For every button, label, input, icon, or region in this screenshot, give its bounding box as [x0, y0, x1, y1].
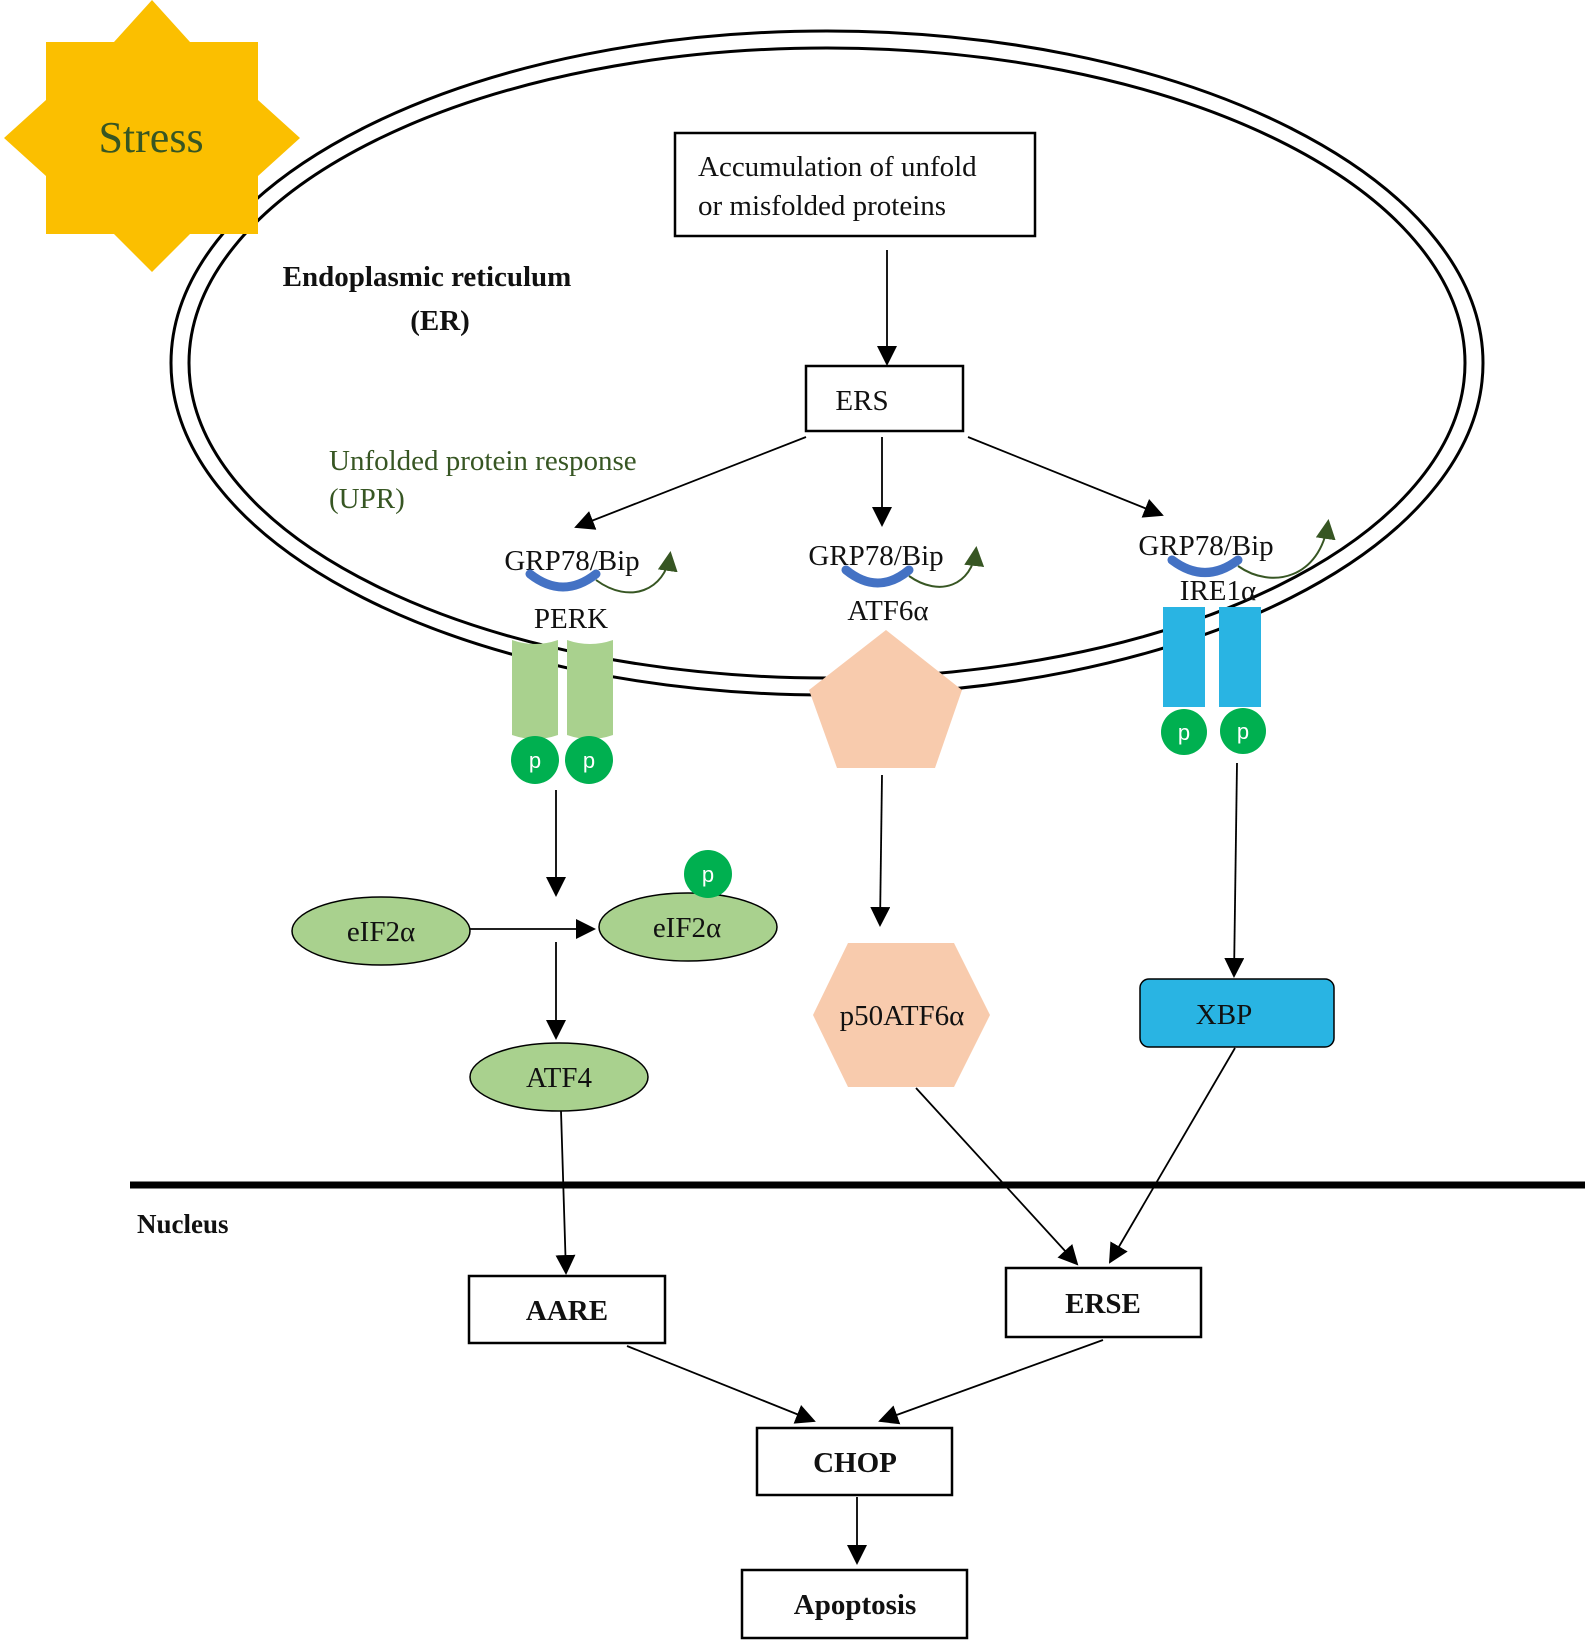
eif2a-phospho-label: eIF2α [653, 912, 721, 944]
arrow-atf6-to-p50 [870, 774, 891, 927]
perk-phospho-left-label: p [529, 748, 541, 773]
ire1-branch: GRP78/Bip IRE1α p p [1138, 519, 1336, 755]
er-membrane [169, 29, 1485, 697]
eif2a-phospho-p-label: p [702, 862, 714, 887]
p50atf6-label: p50ATF6α [840, 1000, 965, 1032]
atf6-bip-arc [841, 565, 914, 588]
perk-phospho-right [565, 736, 613, 784]
perk-monomer-left [512, 640, 558, 739]
xbp-node: XBP [1139, 978, 1335, 1048]
eif2a-node: eIF2α [291, 896, 471, 966]
upr-label-line1: Unfolded protein response [329, 445, 637, 477]
perk-bip-arc [525, 569, 601, 592]
arrow-xbp-to-erse [1108, 1047, 1236, 1264]
atf6-branch: GRP78/Bip ATF6α [808, 540, 985, 768]
perk-monomer-right [567, 640, 613, 739]
ire1-monomer-left [1163, 607, 1205, 707]
accumulation-line2: or misfolded proteins [698, 190, 946, 222]
p50atf6-node: p50ATF6α [813, 943, 990, 1087]
ire1-phospho-right [1220, 708, 1266, 754]
arrow-ers-to-perk [574, 436, 807, 530]
chop-label: CHOP [813, 1447, 897, 1479]
apoptosis-box: Apoptosis [740, 1568, 969, 1640]
ire1-label: IRE1α [1180, 575, 1256, 607]
arrow-atf4-to-aare [555, 1110, 576, 1275]
stress-label: Stress [98, 113, 203, 162]
ire1-grp78-label: GRP78/Bip [1138, 530, 1273, 562]
ers-label: ERS [835, 385, 888, 417]
aare-label: AARE [526, 1295, 608, 1327]
eif2a-phospho-p [684, 850, 732, 898]
atf6-label: ATF6α [847, 595, 928, 627]
arrow-ire1-to-xbp [1224, 762, 1245, 978]
atf6-grp78-label: GRP78/Bip [808, 540, 943, 572]
perk-phospho-right-label: p [583, 748, 595, 773]
atf4-label: ATF4 [526, 1062, 593, 1094]
upr-label-line2: (UPR) [329, 483, 405, 515]
perk-phospho-left [511, 736, 559, 784]
perk-branch: GRP78/Bip PERK p p [504, 545, 678, 784]
ire1-bip-arc [1167, 555, 1243, 577]
eif2a-phospho-node: eIF2α p [598, 850, 778, 962]
arrow-aare-to-chop [626, 1345, 816, 1424]
atf6-release-arrow [908, 546, 985, 588]
stress-burst: Stress [4, 0, 300, 272]
arrow-erse-to-chop [878, 1339, 1104, 1425]
arrow-p50-to-erse [915, 1087, 1079, 1266]
er-title-line1: Endoplasmic reticulum [283, 261, 572, 293]
ire1-monomer-right [1219, 607, 1261, 707]
eif2a-label: eIF2α [347, 916, 415, 948]
chop-box: CHOP [755, 1426, 954, 1497]
perk-release-arrow [595, 551, 678, 594]
ers-box: ERS [804, 364, 965, 433]
aare-box: AARE [467, 1274, 667, 1345]
ire1-phospho-right-label: p [1237, 719, 1249, 744]
apoptosis-label: Apoptosis [794, 1589, 917, 1621]
ire1-release-arrow [1237, 519, 1336, 579]
perk-label: PERK [534, 603, 608, 635]
erse-label: ERSE [1065, 1288, 1141, 1320]
erse-box: ERSE [1004, 1266, 1203, 1339]
nucleus-label: Nucleus [137, 1209, 229, 1239]
atf4-node: ATF4 [469, 1042, 649, 1112]
ire1-phospho-left-label: p [1178, 720, 1190, 745]
accumulation-line1: Accumulation of unfold [698, 151, 977, 183]
ire1-phospho-left [1161, 709, 1207, 755]
accumulation-box: Accumulation of unfold or misfolded prot… [673, 131, 1037, 238]
er-title-line2: (ER) [410, 305, 470, 337]
arrow-ers-to-ire1 [967, 436, 1164, 518]
atf6-pentagon [809, 630, 962, 768]
perk-grp78-label: GRP78/Bip [504, 545, 639, 577]
stress-star-shape [4, 0, 300, 272]
xbp-label: XBP [1196, 999, 1252, 1031]
